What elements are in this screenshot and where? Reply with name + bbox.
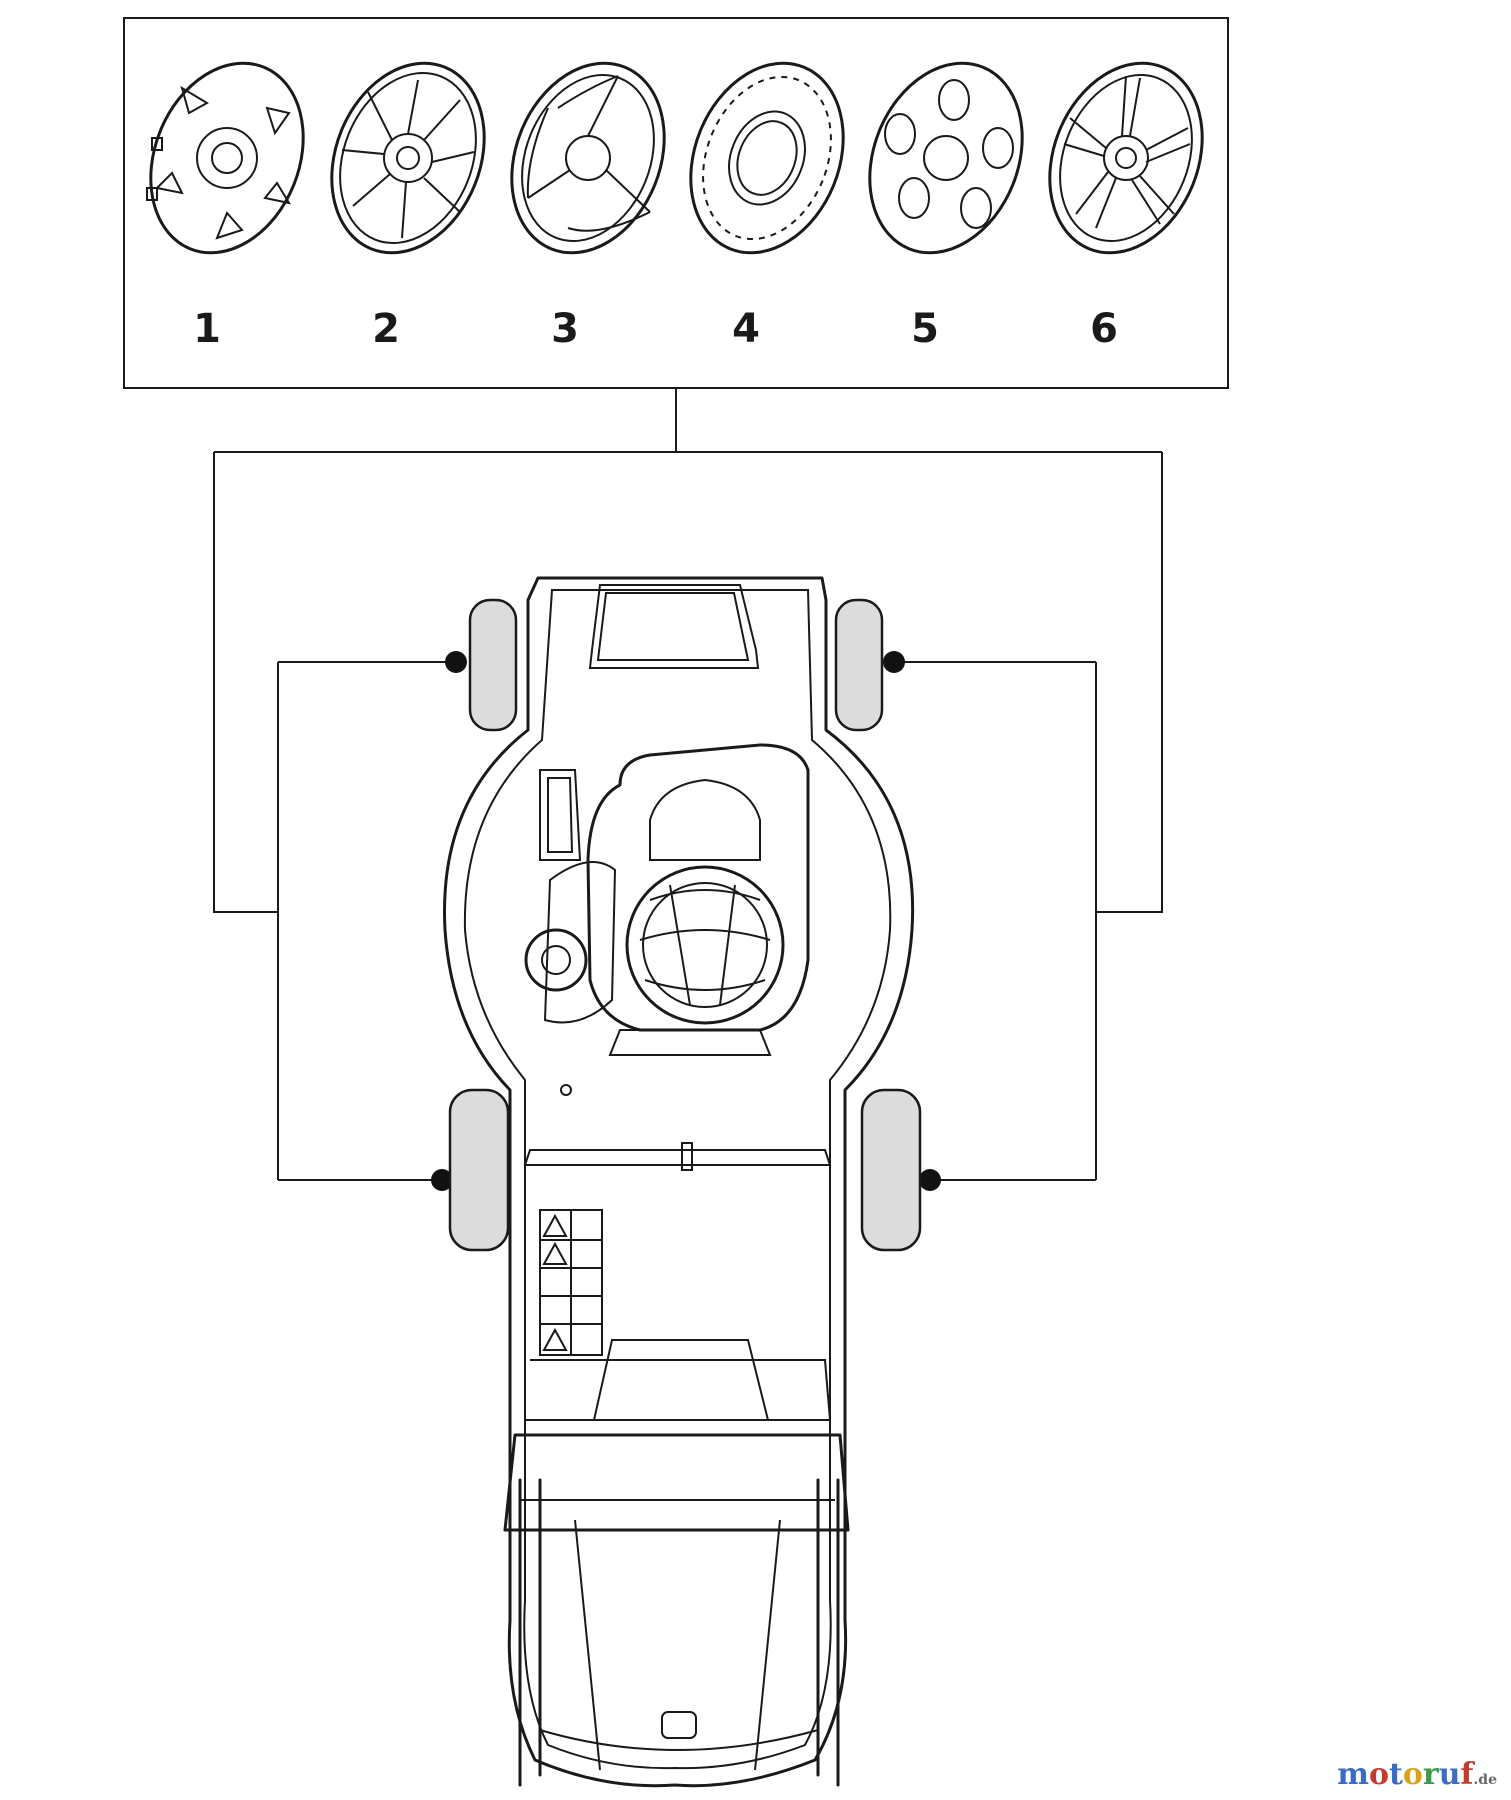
watermark: motoruf.de [1337,1757,1497,1792]
watermark-letter-3: t [1389,1757,1403,1792]
engine-icon [524,743,810,1056]
hubcap-5-icon [868,61,1024,255]
rear-right-wheel [860,1088,922,1252]
hubcap-6-label: 6 [1090,306,1118,352]
rear-left-wheel [448,1088,510,1252]
front-left-wheel [468,598,518,732]
front-right-wheel [834,598,884,732]
watermark-letter-4: o [1402,1757,1423,1792]
watermark-letter-2: o [1369,1757,1390,1792]
mower-deck [443,576,915,1788]
hubcap-3-label: 3 [551,306,579,352]
hubcap-2-icon [330,61,486,255]
hubcap-3-icon [510,61,666,255]
warning-label [539,1209,603,1356]
hubcap-options-box [123,17,1229,389]
watermark-suffix: .de [1473,1772,1497,1788]
connector-lines [213,388,1163,1181]
handle-bar [518,1478,840,1787]
front-right-wheel-dot [883,651,905,673]
hubcap-2-label: 2 [372,306,400,352]
rear-right-wheel-dot [919,1169,941,1191]
watermark-letter-1: m [1337,1757,1369,1792]
rear-left-wheel-dot [431,1169,453,1191]
watermark-letter-7: f [1460,1757,1474,1792]
watermark-letter-6: u [1438,1757,1461,1792]
watermark-letter-5: r [1422,1757,1439,1792]
hubcap-6-icon [1048,61,1204,255]
hubcap-5-label: 5 [911,306,939,352]
front-left-wheel-dot [445,651,467,673]
hubcap-1-icon [146,61,305,255]
rear-housing [503,1142,850,1532]
handle-grip [661,1711,697,1739]
hubcap-4-label: 4 [732,306,760,352]
hubcap-1-label: 1 [193,306,221,352]
